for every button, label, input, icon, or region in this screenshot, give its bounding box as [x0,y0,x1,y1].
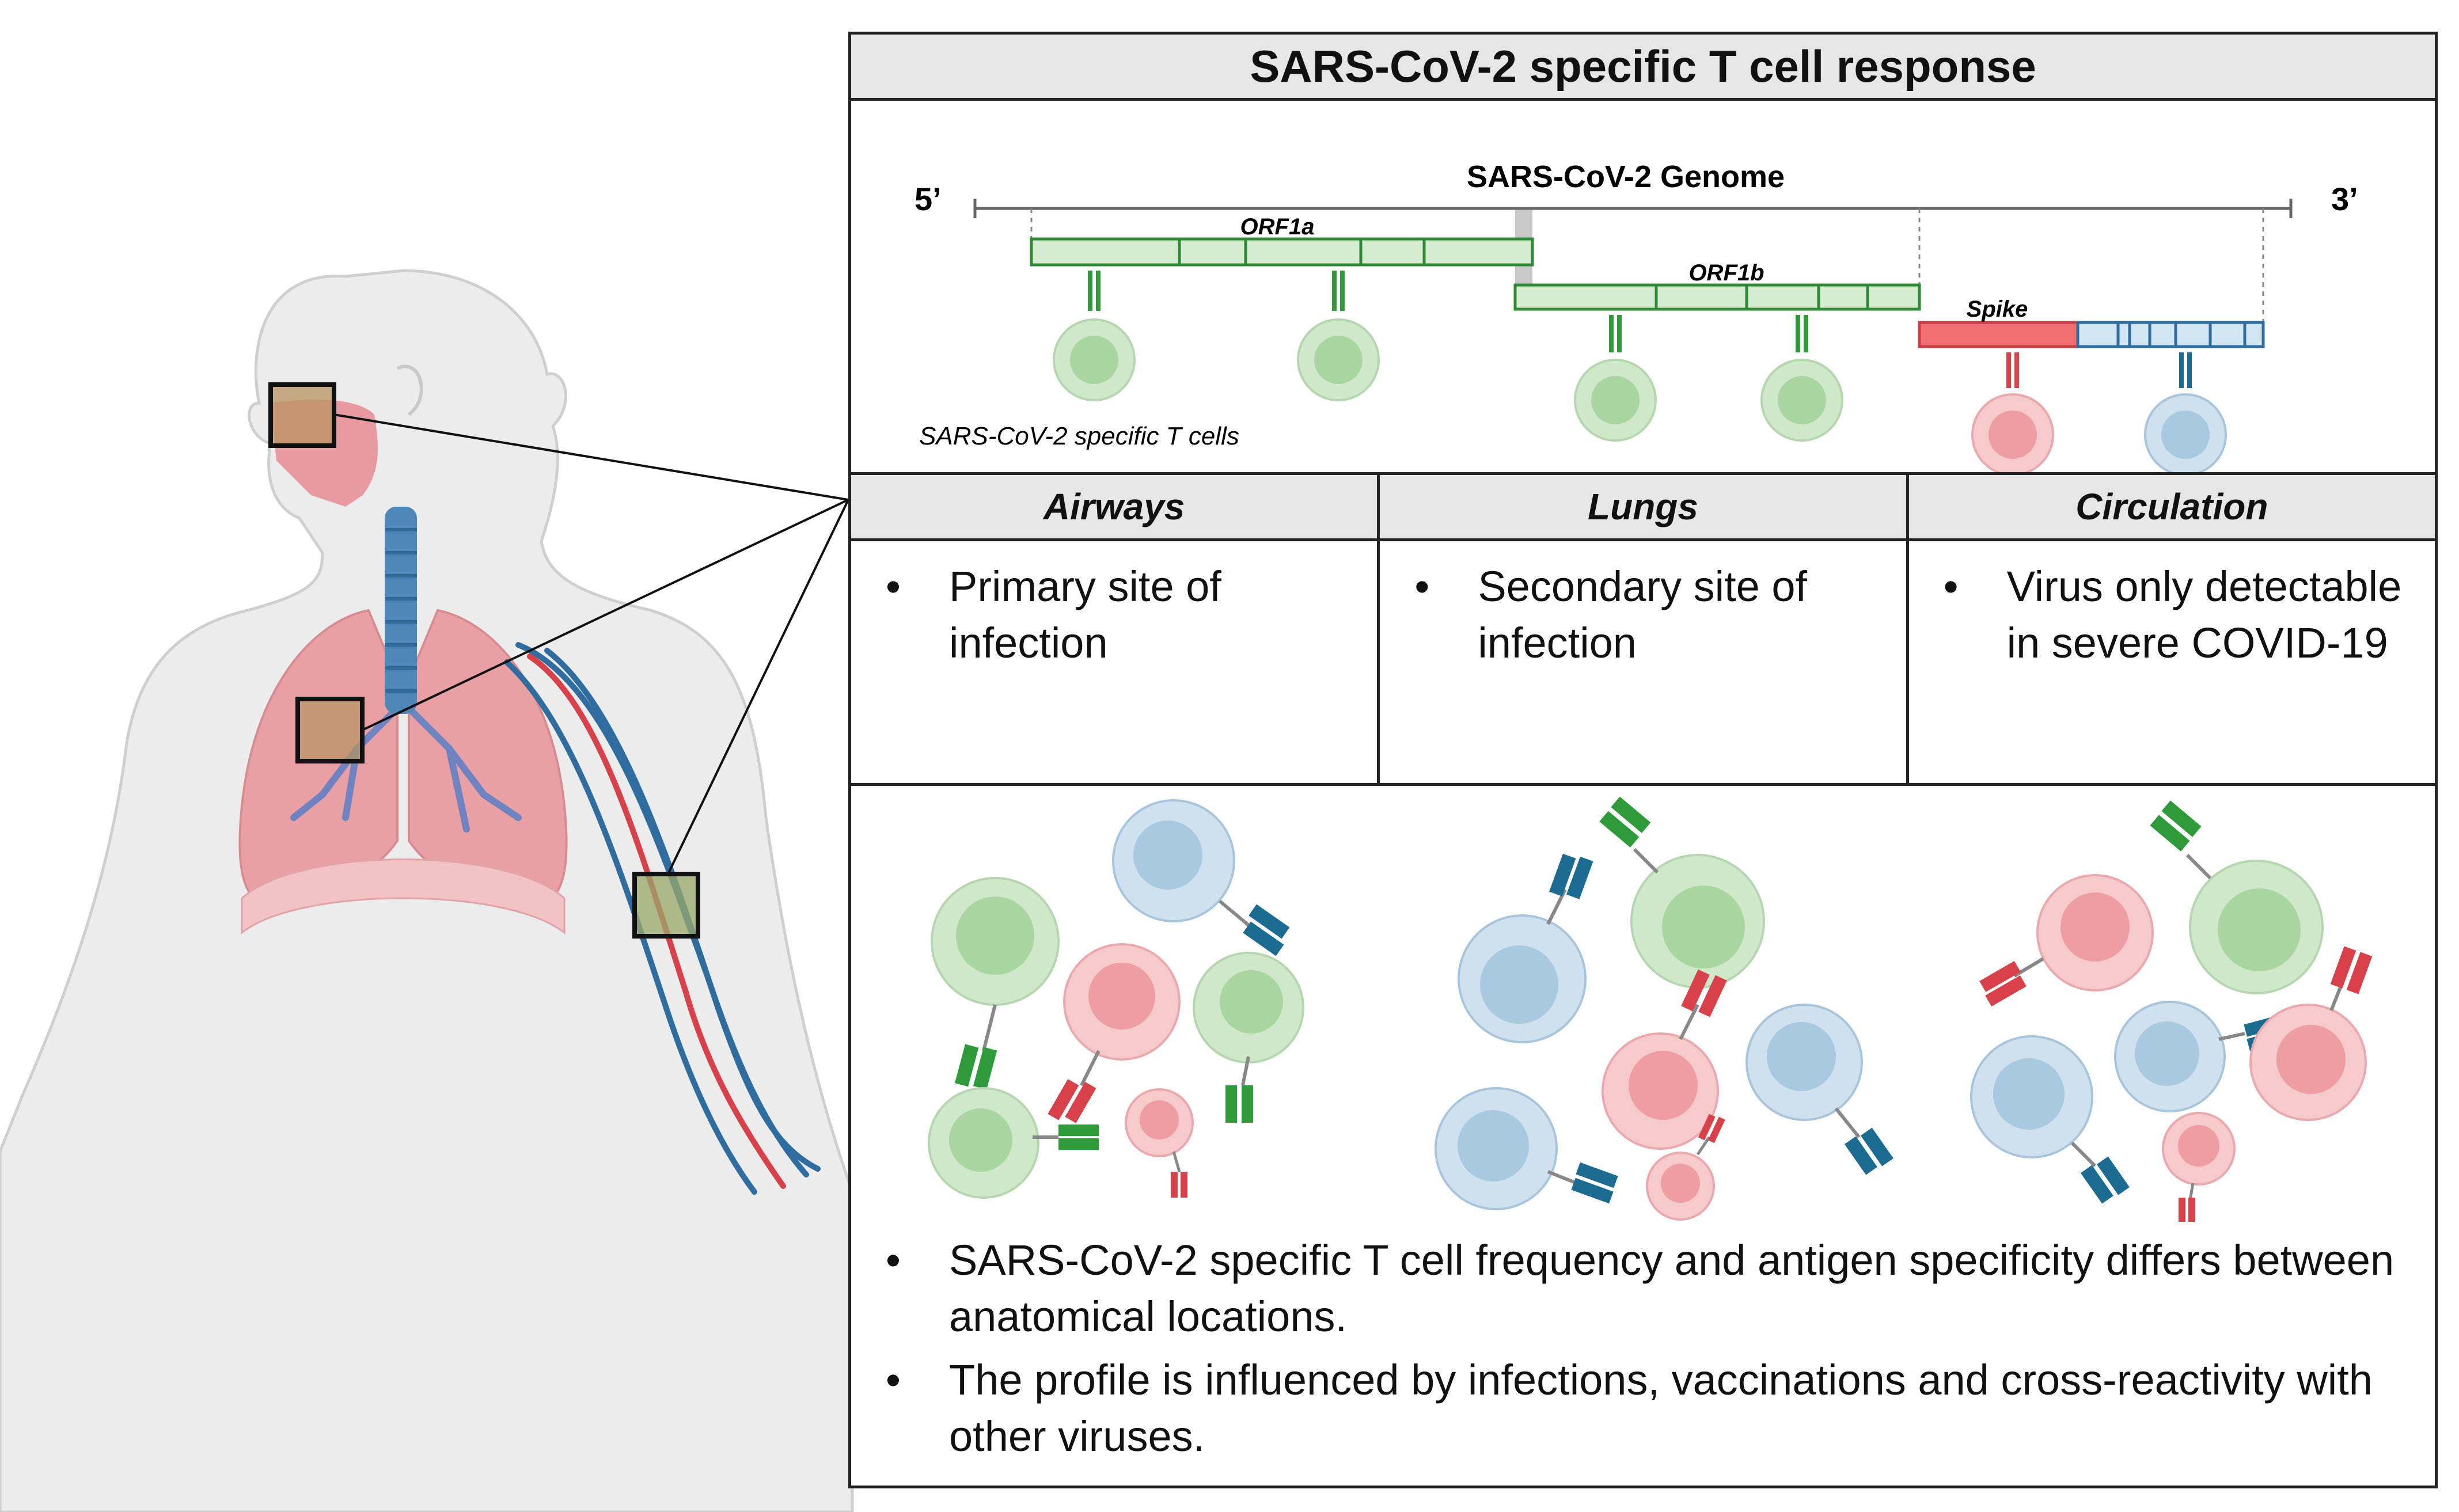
orf1b-segment: ORF1b [1513,260,1921,311]
region-highlight-lungs [295,697,365,763]
panel-title: SARS-CoV-2 specific T cell response [851,35,2435,101]
t-cell-red [2162,1112,2236,1222]
column-header-airways: Airways [851,475,1378,541]
column-lungs: Lungs • Secondary site of infection [1380,475,1909,783]
t-cell-response-panel: SARS-CoV-2 specific T cell response 5’ 3… [848,32,2438,1488]
t-cell-red [1979,874,2154,1007]
arm-blood-vessels [504,642,821,1195]
genome-5-prime-label: 5’ [914,181,942,217]
genome-t-cell [2144,352,2227,472]
connector-lines [333,413,849,875]
bullet-icon: • [1414,563,1430,610]
column-airways: Airways • Primary site of infection [851,475,1380,783]
t-cell-blue [1435,1087,1618,1210]
genome-t-cell [1574,315,1657,442]
t-cell-red [1125,1088,1194,1198]
t-cell-red [2249,946,2373,1121]
bullet-icon: • [1943,563,1959,610]
t-cell-green [928,1087,1099,1199]
region-highlight-airways [268,382,336,448]
summary-item: • The profile is influenced by infection… [886,1352,2412,1465]
genome-diagram: 5’ 3’ SARS-CoV-2 Genome ORF1a [914,159,2358,472]
genome-3-prime-label: 3’ [2331,181,2358,217]
bullet-icon: • [886,563,901,610]
genome-t-cell [1971,352,2054,472]
t-cell-clusters [928,796,2373,1222]
trachea [385,507,417,714]
t-cell-caption: SARS-CoV-2 specific T cells [919,422,1239,450]
t-cell-blue [1970,1035,2130,1204]
anatomical-columns: Airways • Primary site of infection Lung… [851,472,2435,786]
genome-t-cell [1297,271,1380,401]
airways-t-cell-cluster [928,799,1304,1199]
column-header-circulation: Circulation [1908,475,2435,541]
genome-t-cell [1053,271,1136,401]
spike-segment: Spike [1918,297,2265,348]
column-text-circulation: Virus only detectable in severe COVID-19 [2006,563,2402,667]
orf1a-label: ORF1a [1240,214,1315,240]
column-header-lungs: Lungs [1380,475,1906,541]
t-cell-red [1602,969,1727,1150]
summary-list: • SARS-CoV-2 specific T cell frequency a… [886,1232,2412,1472]
t-cell-green [2150,800,2324,994]
t-cell-blue [1458,853,1593,1043]
bullet-icon: • [886,1236,901,1284]
t-cell-green [1193,952,1304,1123]
t-cell-blue [1112,799,1290,956]
t-cell-green [931,877,1060,1090]
t-cell-red [1646,1114,1725,1221]
summary-text: The profile is influenced by infections,… [949,1356,2373,1460]
lungs-t-cell-cluster [1435,796,1893,1221]
t-cell-blue [2114,1001,2289,1112]
summary-text: SARS-CoV-2 specific T cell frequency and… [949,1236,2395,1340]
t-cell-red [1048,943,1181,1123]
column-circulation: Circulation • Virus only detectable in s… [1908,475,2435,783]
t-cell-green [1599,796,1765,989]
circulation-t-cell-cluster [1970,800,2373,1222]
bullet-icon: • [886,1356,901,1404]
genome-t-cell [1760,315,1843,442]
region-highlight-circulation [632,872,700,939]
t-cell-blue [1745,1004,1893,1175]
spike-label: Spike [1967,297,2028,322]
column-text-lungs: Secondary site of infection [1478,563,1808,667]
column-text-airways: Primary site of infection [949,563,1221,667]
orf1b-label: ORF1b [1688,260,1764,286]
orf1a-segment: ORF1a [1030,214,1534,267]
summary-item: • SARS-CoV-2 specific T cell frequency a… [886,1232,2412,1345]
genome-title: SARS-CoV-2 Genome [1467,159,1785,194]
